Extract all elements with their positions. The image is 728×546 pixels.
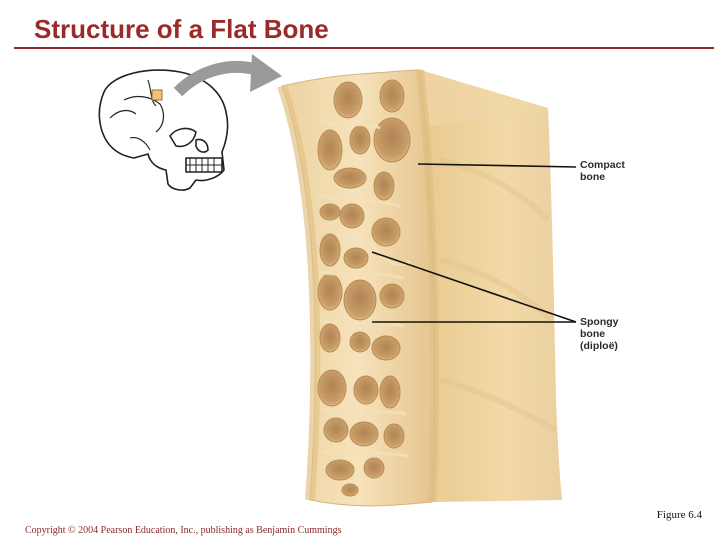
compact-bone-label: Compact bone xyxy=(580,159,625,183)
spongy-bone-label: Spongy bone (diploë) xyxy=(580,316,619,352)
slide-title: Structure of a Flat Bone xyxy=(34,14,329,44)
spongy-bone-label-line3: (diploë) xyxy=(580,340,618,352)
bone-block xyxy=(277,69,562,507)
copyright-notice: Copyright © 2004 Pearson Education, Inc.… xyxy=(25,525,342,536)
compact-bone-label-line2: bone xyxy=(580,171,606,183)
compact-bone-pointer xyxy=(417,163,577,168)
pointer-lines xyxy=(371,163,577,323)
skull-marker-box xyxy=(151,89,163,101)
compact-bone-label-line1: Compact xyxy=(580,159,625,171)
spongy-bone-label-line1: Spongy xyxy=(580,316,619,328)
curved-arrow-icon xyxy=(173,54,282,97)
figure-number: Figure 6.4 xyxy=(656,509,702,521)
spongy-bone-pointer-upper xyxy=(371,251,577,323)
spongy-bone-label-line2: bone xyxy=(580,328,606,340)
title-divider xyxy=(14,47,714,49)
skull-illustration xyxy=(98,69,229,191)
